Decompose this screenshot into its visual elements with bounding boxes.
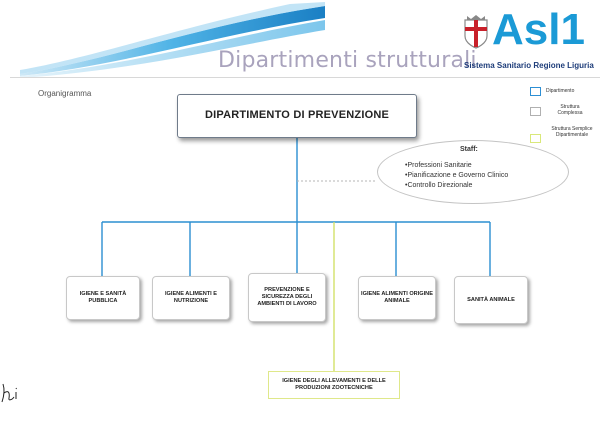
legend-label-dipartimento: Dipartimento <box>546 88 575 94</box>
staff-title: Staff: <box>460 146 478 153</box>
unit-box-igiene-sanita-pubblica: IGIENE E SANITÀ PUBBLICA <box>66 276 140 320</box>
staff-list: •Professioni Sanitarie •Pianificazione e… <box>405 161 508 191</box>
section-label: Organigramma <box>38 89 92 98</box>
asl1-logo: Asl1 <box>492 5 585 54</box>
legend-label-struttura-complessa: Struttura Complessa <box>557 104 583 116</box>
logo-subtitle: Sistema Sanitario Regione Liguria <box>464 61 594 70</box>
unit-box-sanita-animale: SANITÀ ANIMALE <box>454 276 528 324</box>
page-title: Dipartimenti strutturali <box>218 48 477 73</box>
unit-box-igiene-alimenti-nutrizione: IGIENE ALIMENTI E NUTRIZIONE <box>152 276 230 320</box>
staff-item: •Pianificazione e Governo Clinico <box>405 172 509 179</box>
legend-label-struttura-semplice: Struttura Semplice Dipartimentale <box>551 126 593 138</box>
legend-item-struttura-complessa <box>530 107 541 116</box>
legend-item-dipartimento <box>530 87 541 96</box>
legend-item-struttura-semplice <box>530 134 541 143</box>
handwritten-mark <box>1 383 17 403</box>
header-divider <box>10 77 600 78</box>
liguria-crest-icon <box>464 15 488 49</box>
header-banner <box>20 2 325 78</box>
staff-ellipse <box>377 140 569 204</box>
main-department-box: DIPARTIMENTO DI PREVENZIONE <box>177 94 417 138</box>
unit-box-igiene-alimenti-origine-animale: IGIENE ALIMENTI ORIGINE ANIMALE <box>358 276 436 320</box>
unit-box-igiene-allevamenti: IGIENE DEGLI ALLEVAMENTI E DELLE PRODUZI… <box>268 371 400 399</box>
unit-box-prevenzione-sicurezza: PREVENZIONE E SICUREZZA DEGLI AMBIENTI D… <box>248 273 326 322</box>
staff-item: •Controllo Direzionale <box>405 182 473 189</box>
staff-item: •Professioni Sanitarie <box>405 162 472 169</box>
